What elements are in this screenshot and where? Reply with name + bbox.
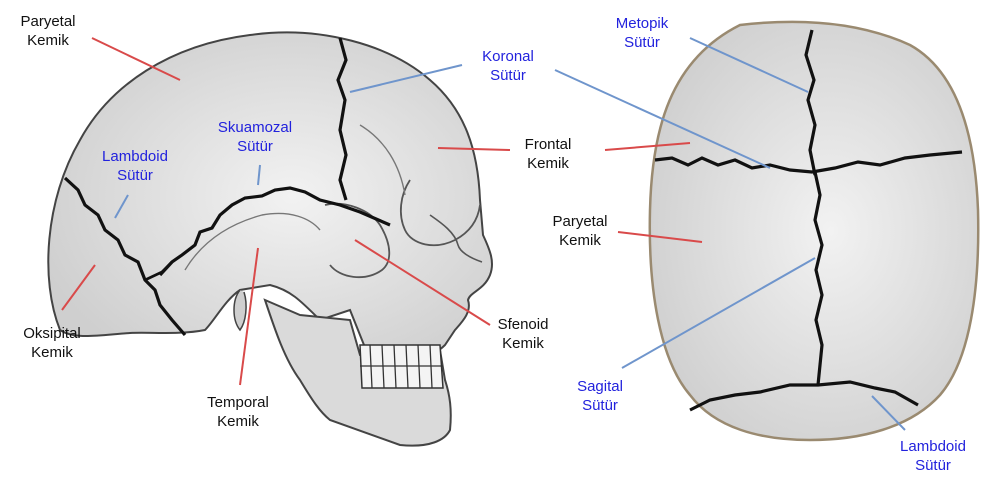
label-line: Oksipital <box>10 324 94 343</box>
label-parietal-side: Paryetal Kemik <box>8 12 88 50</box>
label-line: Kemik <box>478 334 568 353</box>
label-squamosal: Skuamozal Sütür <box>200 118 310 156</box>
label-line: Sütür <box>885 456 981 475</box>
label-line: Sfenoid <box>478 315 568 334</box>
label-parietal-top: Paryetal Kemik <box>540 212 620 250</box>
label-coronal-side: Koronal Sütür <box>468 47 548 85</box>
label-line: Sütür <box>600 33 684 52</box>
label-line: Kemik <box>190 412 286 431</box>
label-line: Kemik <box>508 154 588 173</box>
label-line: Paryetal <box>540 212 620 231</box>
label-line: Frontal <box>508 135 588 154</box>
label-sagittal: Sagital Sütür <box>560 377 640 415</box>
label-line: Sütür <box>200 137 310 156</box>
label-occipital: Oksipital Kemik <box>10 324 94 362</box>
label-line: Kemik <box>8 31 88 50</box>
label-metopic: Metopik Sütür <box>600 14 684 52</box>
label-line: Sütür <box>90 166 180 185</box>
label-line: Kemik <box>10 343 94 362</box>
label-line: Temporal <box>190 393 286 412</box>
label-frontal: Frontal Kemik <box>508 135 588 173</box>
label-line: Kemik <box>540 231 620 250</box>
label-line: Koronal <box>468 47 548 66</box>
label-lambdoid-top: Lambdoid Sütür <box>885 437 981 475</box>
label-line: Sagital <box>560 377 640 396</box>
label-line: Lambdoid <box>885 437 981 456</box>
label-line: Sütür <box>560 396 640 415</box>
label-temporal: Temporal Kemik <box>190 393 286 431</box>
top-skull <box>650 22 978 440</box>
label-line: Metopik <box>600 14 684 33</box>
label-line: Lambdoid <box>90 147 180 166</box>
label-lambdoid-side: Lambdoid Sütür <box>90 147 180 185</box>
mastoid-process <box>234 290 246 330</box>
label-line: Sütür <box>468 66 548 85</box>
label-line: Paryetal <box>8 12 88 31</box>
label-line: Skuamozal <box>200 118 310 137</box>
label-sphenoid: Sfenoid Kemik <box>478 315 568 353</box>
side-skull <box>48 32 492 445</box>
